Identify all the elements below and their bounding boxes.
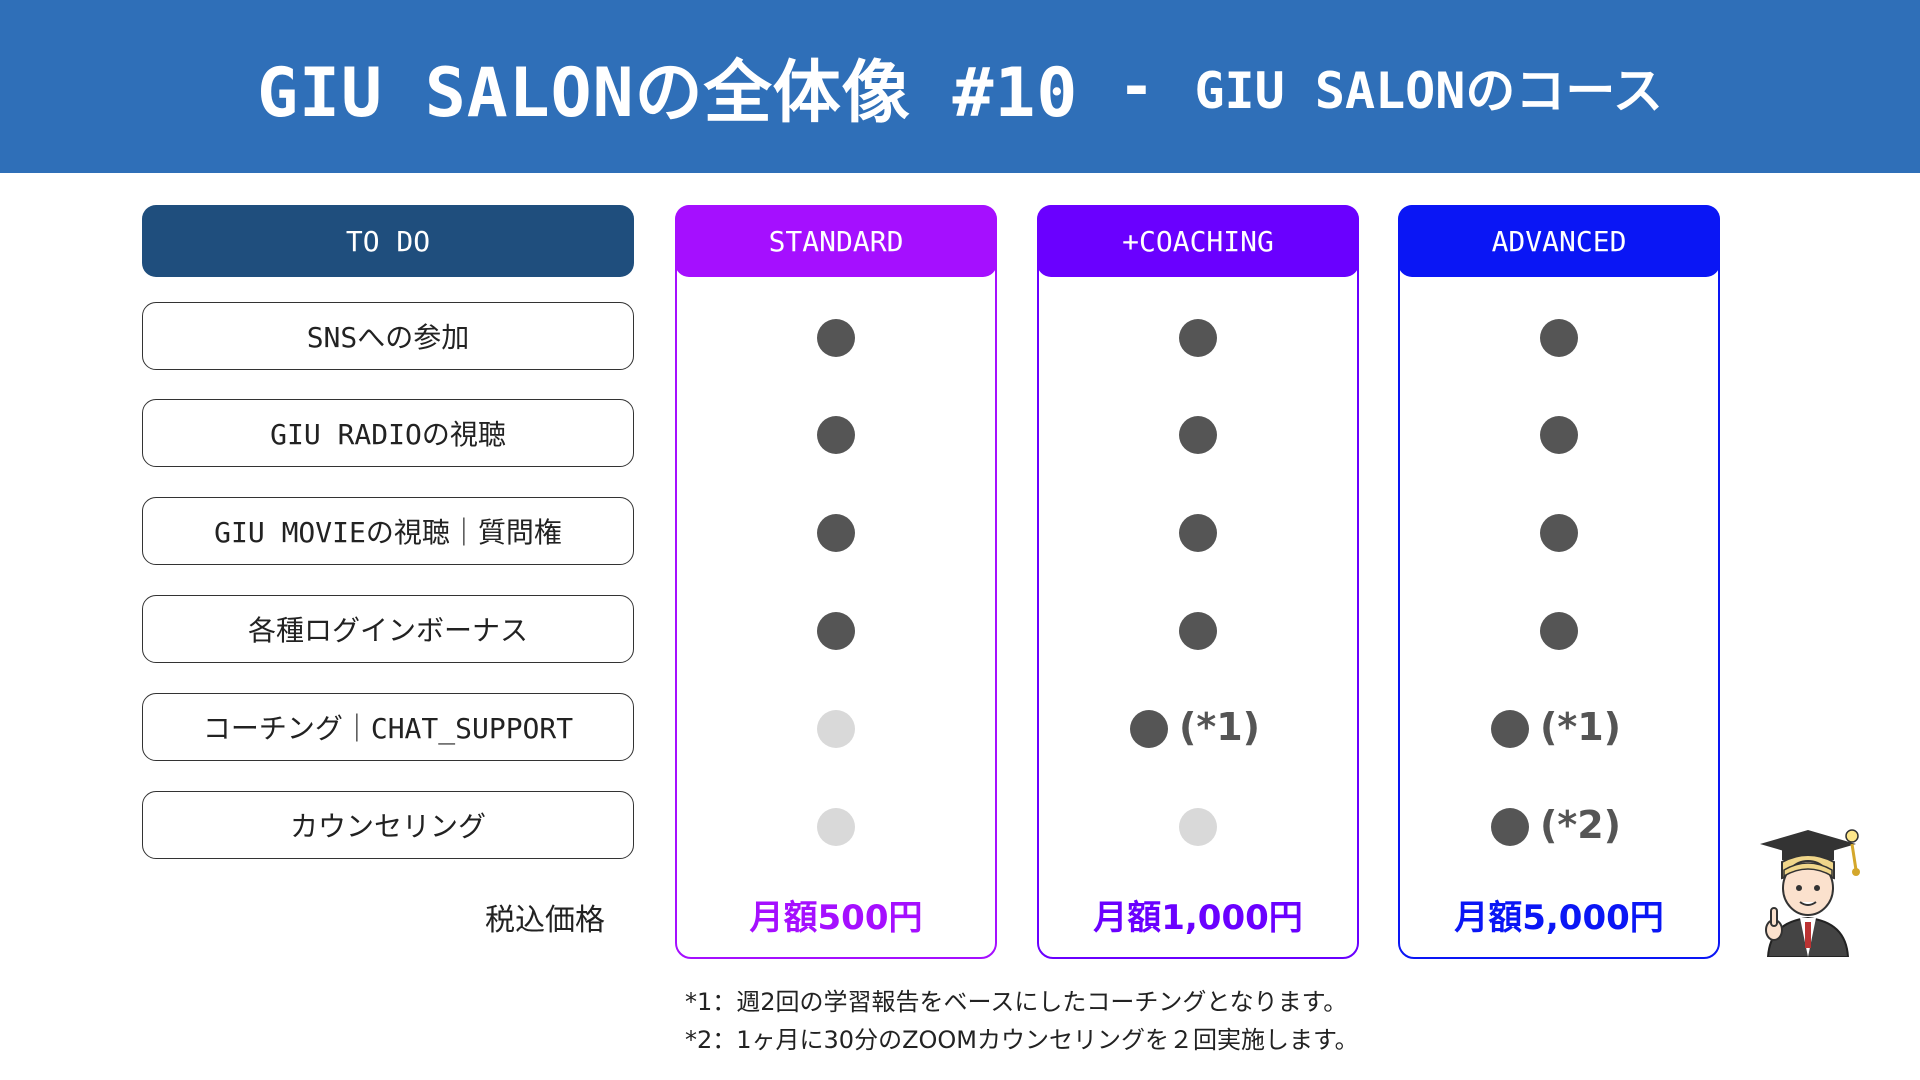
plan-price-advanced: 月額5,000円 xyxy=(1454,898,1664,938)
plan-heading-standard: STANDARD xyxy=(675,205,997,277)
todo-item-coaching: コーチング｜CHAT_SUPPORT xyxy=(142,693,634,761)
feature-dot-included xyxy=(817,416,855,454)
feature-dot-included xyxy=(1540,319,1578,357)
plan-heading-advanced: ADVANCED xyxy=(1398,205,1720,277)
feature-dot-included xyxy=(1491,710,1529,748)
footnote-1: *1：週2回の学習報告をベースにしたコーチングとなります。 xyxy=(685,988,1348,1016)
feature-dot-included xyxy=(1179,612,1217,650)
plan-heading-coaching: +COACHING xyxy=(1037,205,1359,277)
todo-item-counseling: カウンセリング xyxy=(142,791,634,859)
feature-dot-included xyxy=(1540,416,1578,454)
todo-item-radio: GIU RADIOの視聴 xyxy=(142,399,634,467)
feature-dot-included xyxy=(817,514,855,552)
title-separator: - xyxy=(1118,51,1155,122)
feature-note: (*1) xyxy=(1540,705,1622,749)
feature-dot-included xyxy=(1491,808,1529,846)
page-subtitle: GIU SALONのコース xyxy=(1194,61,1663,120)
plan-card-standard: STANDARD 月額500円 xyxy=(675,205,997,959)
feature-dot-included xyxy=(1179,416,1217,454)
plan-card-advanced: ADVANCED 月額5,000円 (*1) (*2) xyxy=(1398,205,1720,959)
feature-dot-included xyxy=(1179,514,1217,552)
feature-dot-included xyxy=(1179,319,1217,357)
feature-note: (*1) xyxy=(1179,705,1261,749)
page-title: GIU SALONの全体像 #10 xyxy=(257,54,1079,133)
feature-dot-included xyxy=(817,319,855,357)
feature-dot-included xyxy=(1540,612,1578,650)
feature-note: (*2) xyxy=(1540,803,1622,847)
footnote-2: *2：1ヶ月に30分のZOOMカウンセリングを２回実施します。 xyxy=(685,1026,1359,1054)
todo-item-sns: SNSへの参加 xyxy=(142,302,634,370)
feature-dot-excluded xyxy=(817,808,855,846)
todo-heading: TO DO xyxy=(142,205,634,277)
feature-dot-excluded xyxy=(1179,808,1217,846)
todo-item-login-bonus: 各種ログインボーナス xyxy=(142,595,634,663)
plan-price-standard: 月額500円 xyxy=(749,898,923,938)
feature-dot-included xyxy=(817,612,855,650)
plan-card-coaching: +COACHING 月額1,000円 (*1) xyxy=(1037,205,1359,959)
feature-dot-excluded xyxy=(817,710,855,748)
todo-item-movie: GIU MOVIEの視聴｜質問権 xyxy=(142,497,634,565)
feature-dot-included xyxy=(1130,710,1168,748)
feature-dot-included xyxy=(1540,514,1578,552)
plan-price-coaching: 月額1,000円 xyxy=(1093,898,1303,938)
graduate-mascot-icon xyxy=(1760,829,1860,957)
price-label: 税込価格 xyxy=(485,903,605,938)
page-header: GIU SALONの全体像 #10 - GIU SALONのコース xyxy=(0,0,1920,173)
